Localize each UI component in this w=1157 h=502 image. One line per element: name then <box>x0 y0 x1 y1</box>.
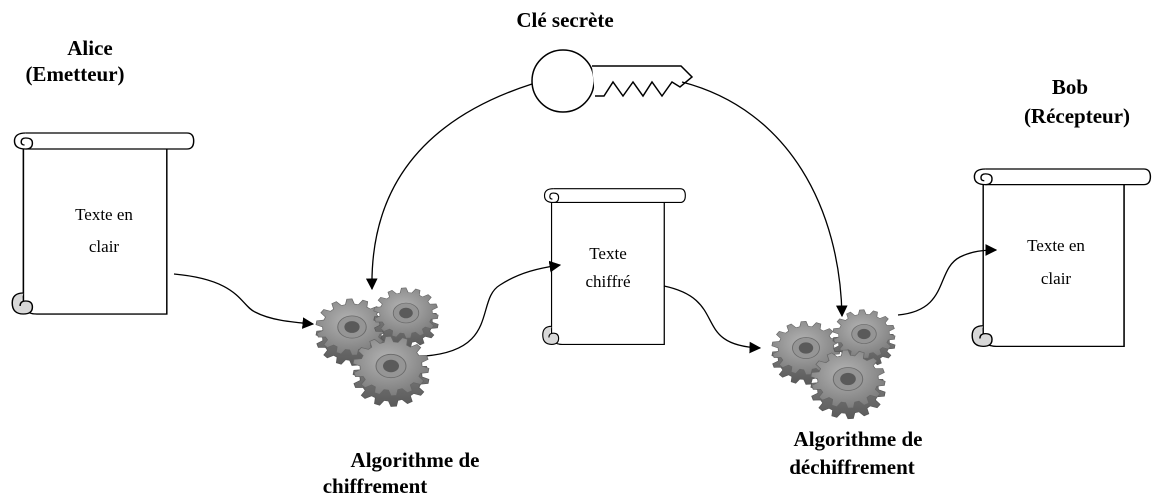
arrow-key-to-decrypt <box>681 81 848 318</box>
ciphertext-line1: Texte <box>589 244 627 263</box>
sender-role: (Emetteur) <box>25 62 125 86</box>
decrypt-algorithm-line1: Algorithme de <box>793 427 923 451</box>
plaintext-right-line2: clair <box>1041 269 1072 288</box>
encrypt-algorithm-line1: Algorithme de <box>350 448 480 472</box>
arrow-key-to-encrypt <box>365 83 533 291</box>
decryption-gears-icon <box>771 309 896 420</box>
gear-icon <box>810 349 886 420</box>
key-label: Clé secrète <box>516 8 614 32</box>
plaintext-right-line1: Texte en <box>1027 236 1085 255</box>
decrypt-algorithm-line2: déchiffrement <box>789 455 915 479</box>
arrow-decrypt-to-plaintext <box>897 244 998 316</box>
gear-icon <box>352 336 430 407</box>
ciphertext-line2: chiffré <box>586 272 631 291</box>
key-icon <box>531 49 694 113</box>
connectors <box>173 81 998 357</box>
encrypt-algorithm-line2: chiffrement <box>322 474 428 498</box>
connector-encrypt-to-ciphertext <box>424 260 562 357</box>
arrow-plaintext-to-encrypt <box>173 273 315 329</box>
plaintext-document-right <box>971 168 1152 348</box>
receiver-name: Bob <box>1051 75 1089 99</box>
sender-name: Alice <box>67 36 113 60</box>
receiver-role: (Récepteur) <box>1023 104 1131 128</box>
ciphertext-document <box>542 188 686 345</box>
encryption-gears-icon <box>315 287 439 407</box>
plaintext-left-line1: Texte en <box>75 205 133 224</box>
gear-icon <box>373 287 439 348</box>
plaintext-left-line2: clair <box>89 237 120 256</box>
arrow-ciphertext-to-decrypt <box>663 285 762 354</box>
